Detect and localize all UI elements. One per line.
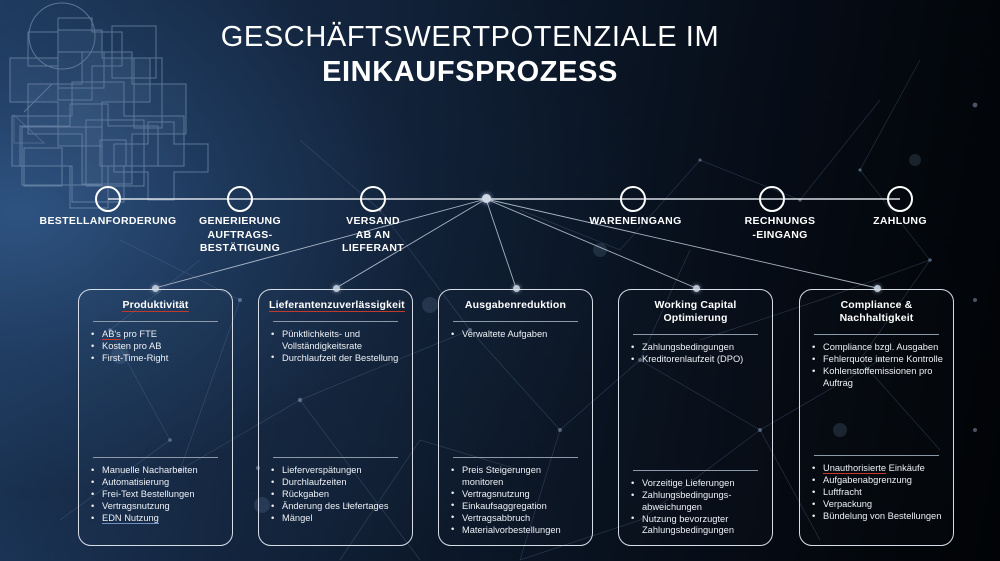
list-item: AB's pro FTE — [87, 329, 224, 341]
card-divider-top — [93, 321, 218, 322]
list-item: Luftfracht — [808, 487, 945, 499]
timeline-node-1[interactable] — [95, 186, 121, 212]
card-connector-dot-2 — [333, 285, 340, 292]
card-title: Compliance & Nachhaltigkeit — [839, 299, 914, 324]
list-item: Mängel — [267, 513, 404, 525]
list-item: Vorzeitige Lieferungen — [627, 478, 764, 490]
timeline-label-6: ZAHLUNG — [873, 215, 927, 227]
list-item: Bündelung von Bestellungen — [808, 511, 945, 523]
card-3[interactable]: AusgabenreduktionVerwaltete AufgabenPrei… — [438, 289, 593, 546]
card-lever-list: Preis Steigerungen monitorenVertragsnutz… — [447, 464, 584, 537]
card-connector-dot-4 — [693, 285, 700, 292]
list-item: Kosten pro AB — [87, 341, 224, 353]
card-connector-dot-5 — [874, 285, 881, 292]
list-item: Durchlaufzeit der Bestellung — [267, 352, 404, 365]
list-item: Frei-Text Bestellungen — [87, 489, 224, 501]
list-item: Zahlungsbedingungen — [627, 342, 764, 354]
slide-header: GESCHÄFTSWERTPOTENZIALE IM EINKAUFSPROZE… — [0, 20, 1000, 90]
card-lever-list: Vorzeitige LieferungenZahlungsbedingungs… — [627, 478, 764, 537]
list-item: Manuelle Nacharbeiten — [87, 465, 224, 477]
card-title: Lieferantenzuverlässigkeit — [269, 299, 405, 312]
card-1[interactable]: ProduktivitätAB's pro FTEKosten pro ABFi… — [78, 289, 233, 546]
card-connector-dot-3 — [513, 285, 520, 292]
card-divider-bottom — [453, 457, 578, 458]
list-item: Rückgaben — [267, 489, 404, 501]
card-kpi-list: ZahlungsbedingungenKreditorenlaufzeit (D… — [627, 342, 764, 470]
list-item: Aufgabenabgrenzung — [808, 475, 945, 487]
card-divider-bottom — [93, 457, 218, 458]
page-title-line1: GESCHÄFTSWERTPOTENZIALE IM — [220, 21, 720, 53]
card-kpi-list: Pünktlichkeits- und Vollständigkeitsrate… — [267, 328, 404, 457]
list-item: Vertragsabbruch — [447, 512, 584, 525]
timeline-node-3[interactable] — [360, 186, 386, 212]
timeline-label-3: VERSAND AB AN LIEFERANT — [341, 215, 405, 254]
card-title: Ausgabenreduktion — [464, 299, 567, 311]
card-divider-top — [814, 334, 939, 335]
list-item: Kohlenstoffemissionen pro Auftrag — [808, 366, 945, 389]
list-item: Materialvorbestellungen — [447, 524, 584, 537]
list-item: Lieferverspätungen — [267, 465, 404, 477]
card-kpi-list: Verwaltete Aufgaben — [447, 329, 584, 457]
list-item: Verwaltete Aufgaben — [447, 329, 584, 341]
list-item: Nutzung bevorzugter Zahlungsbedingungen — [627, 513, 764, 537]
card-divider-top — [273, 321, 398, 322]
card-divider-bottom — [633, 470, 758, 471]
timeline-label-2: GENERIERUNG AUFTRAGS- BESTÄTIGUNG — [198, 215, 282, 254]
timeline-label-1: BESTELLANFORDERUNG — [39, 215, 177, 227]
list-item: Pünktlichkeits- und Vollständigkeitsrate — [267, 328, 404, 352]
timeline-label-5: RECHNUNGS -EINGANG — [744, 215, 816, 241]
card-title: Produktivität — [122, 299, 189, 312]
card-divider-top — [633, 334, 758, 335]
timeline-hub-node[interactable] — [482, 194, 491, 203]
card-5[interactable]: Compliance & NachhaltigkeitCompliance bz… — [799, 289, 954, 546]
card-lever-list: Unauthorisierte EinkäufeAufgabenabgrenzu… — [808, 463, 945, 523]
card-kpi-list: Compliance bzgl. AusgabenFehlerquote int… — [808, 342, 945, 455]
list-item: Verpackung — [808, 499, 945, 511]
list-item: Änderung des Liefertages — [267, 501, 404, 513]
list-item: Vertragsnutzung — [447, 488, 584, 501]
list-item: First-Time-Right — [87, 353, 224, 365]
timeline-node-5[interactable] — [759, 186, 785, 212]
card-kpi-list: AB's pro FTEKosten pro ABFirst-Time-Righ… — [87, 329, 224, 457]
list-item: Vertragsnutzung — [87, 501, 224, 513]
list-item: EDN Nutzung — [87, 513, 224, 525]
timeline-label-4: WARENEINGANG — [589, 215, 682, 227]
list-item: Einkaufsaggregation — [447, 500, 584, 513]
card-lever-list: LieferverspätungenDurchlaufzeitenRückgab… — [267, 465, 404, 525]
timeline-node-6[interactable] — [887, 186, 913, 212]
card-divider-bottom — [273, 457, 398, 458]
list-item: Preis Steigerungen monitoren — [447, 464, 584, 488]
card-title: Working Capital Optimierung — [654, 299, 737, 324]
list-item: Zahlungsbedingungs-abweichungen — [627, 490, 764, 513]
page-title-line2: EINKAUFSPROZESS — [322, 56, 618, 88]
list-item: Unauthorisierte Einkäufe — [808, 463, 945, 475]
timeline-node-2[interactable] — [227, 186, 253, 212]
list-item: Compliance bzgl. Ausgaben — [808, 342, 945, 354]
card-4[interactable]: Working Capital OptimierungZahlungsbedin… — [618, 289, 773, 546]
card-divider-top — [453, 321, 578, 322]
list-item: Kreditorenlaufzeit (DPO) — [627, 354, 764, 366]
card-connector-dot-1 — [152, 285, 159, 292]
list-item: Durchlaufzeiten — [267, 477, 404, 489]
list-item: Fehlerquote interne Kontrolle — [808, 354, 945, 366]
card-2[interactable]: LieferantenzuverlässigkeitPünktlichkeits… — [258, 289, 413, 546]
timeline-node-4[interactable] — [620, 186, 646, 212]
card-divider-bottom — [814, 455, 939, 456]
list-item: Automatisierung — [87, 477, 224, 489]
card-lever-list: Manuelle NacharbeitenAutomatisierungFrei… — [87, 465, 224, 525]
